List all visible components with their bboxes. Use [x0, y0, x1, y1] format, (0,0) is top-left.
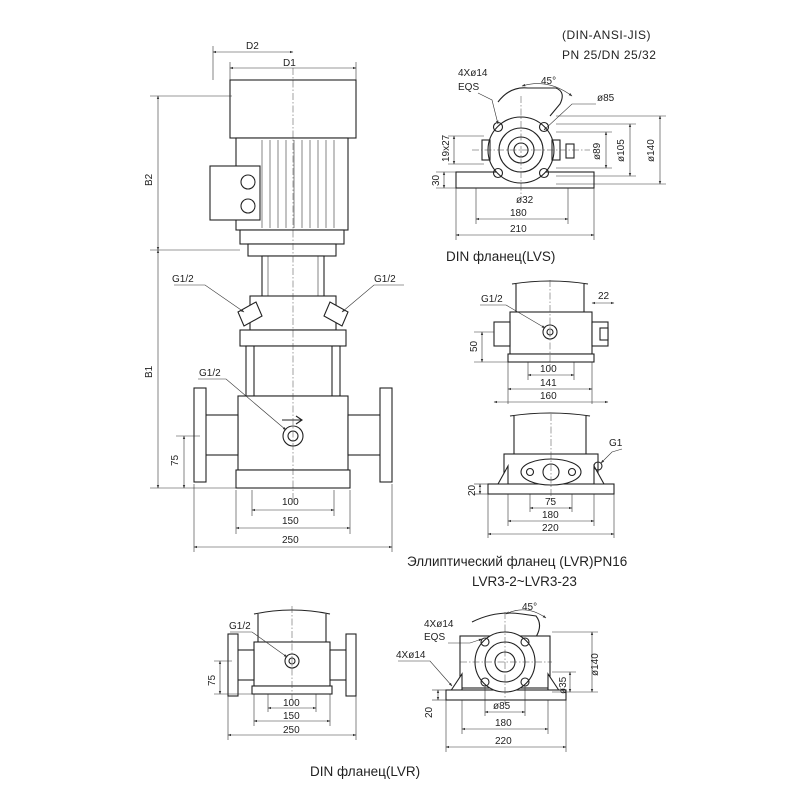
bolt-hole-icon	[520, 637, 530, 647]
din-lvr-angle: 45°	[522, 602, 537, 613]
lvr-top-220: 220	[542, 523, 559, 534]
cable-gland-icon	[240, 198, 256, 214]
dim-d1: D1	[283, 58, 296, 69]
elliptic-flange	[520, 458, 582, 486]
outlet-pipe	[347, 414, 383, 456]
main-pump-view: D2 D1 B2 B1 75 G1/2 G1/2 G1/2 100 150 25…	[144, 41, 404, 552]
lvs-d89: ø89	[592, 142, 603, 160]
outlet-flange	[379, 387, 393, 483]
lvs-flange-view: 4Xø14 EQS 45° ø85 ø89 ø105 ø140 19x27 30…	[431, 68, 666, 264]
bolt-hole-icon	[567, 467, 577, 477]
vent-plug-left	[237, 301, 263, 327]
lvs-180: 180	[510, 208, 527, 219]
dim-250: 250	[282, 535, 299, 546]
motor-adapter	[247, 243, 337, 257]
din-lvr-side-view: G1/2 75 100 150 250	[207, 606, 357, 740]
din-lvr-flange-left	[227, 633, 239, 697]
lvs-19x27: 19x27	[441, 134, 452, 162]
pump-head-outline	[497, 87, 563, 117]
lvr-side-flange-left	[493, 321, 511, 347]
terminal-box	[209, 165, 261, 221]
lvr-top-20: 20	[467, 484, 478, 496]
motor-flange	[239, 229, 345, 245]
lvr-side-141: 141	[540, 378, 557, 389]
lvr-side-g: G1/2	[481, 294, 503, 305]
din-lvr-side-250: 250	[283, 725, 300, 736]
lvs-angle: 45°	[541, 76, 556, 87]
dim-100: 100	[282, 497, 299, 508]
din-lvr-top-view: 4Xø14 EQS 4Xø14 45° ø140 ø35 20 ø85 180 …	[396, 602, 601, 752]
motor-cooling-fins	[261, 140, 335, 228]
lvr-side-160: 160	[540, 391, 557, 402]
lvs-d140: ø140	[646, 139, 657, 162]
bolt-hole-icon	[480, 637, 490, 647]
din-lvr-side-150: 150	[283, 711, 300, 722]
bolt-hole-icon	[525, 467, 535, 477]
bolt-hole-icon	[538, 121, 550, 133]
lvr-caption-1: Эллиптический фланец (LVR)PN16	[407, 554, 627, 569]
lvr-side-22: 22	[598, 291, 610, 302]
din-lvr-220: 220	[495, 736, 512, 747]
lvs-d105: ø105	[616, 139, 627, 162]
standard-note: (DIN-ANSI-JIS) PN 25/DN 25/32	[562, 28, 656, 62]
lvr-top-g1: G1	[609, 438, 623, 449]
lvr-top-view: G1 20 75 180 220 Эллиптический фланец (L…	[407, 412, 627, 589]
dim-d2: D2	[246, 41, 259, 52]
din-lvr-180: 180	[495, 718, 512, 729]
lvs-side-plug	[565, 143, 575, 159]
lvr-side-50: 50	[469, 340, 480, 352]
lvs-210: 210	[510, 224, 527, 235]
label-g-left: G1/2	[172, 274, 194, 285]
standard-line-1: (DIN-ANSI-JIS)	[562, 28, 651, 42]
lvr-side-100: 100	[540, 364, 557, 375]
lvr-side-view: G1/2 22 50 100 141 160	[469, 280, 615, 404]
din-lvr-eqs: EQS	[424, 632, 445, 643]
dim-b2: B2	[144, 173, 155, 186]
dim-b1: B1	[144, 365, 155, 378]
din-lvr-d35: ø35	[558, 676, 569, 694]
cable-gland-icon	[240, 174, 256, 190]
din-lvr-side-100: 100	[283, 698, 300, 709]
standard-line-2: PN 25/DN 25/32	[562, 48, 656, 62]
lvs-eqs: EQS	[458, 82, 479, 93]
lvs-d85: ø85	[597, 93, 615, 104]
lvr-top-75: 75	[545, 497, 557, 508]
lvr-g1-plug	[593, 461, 603, 471]
bolt-hole-icon	[538, 167, 550, 179]
din-lvr-caption: DIN фланец(LVR)	[310, 764, 420, 779]
label-g-drain: G1/2	[199, 368, 221, 379]
lvs-caption: DIN фланец(LVS)	[446, 249, 555, 264]
din-lvr-d140: ø140	[590, 653, 601, 676]
din-lvr-20: 20	[424, 706, 435, 718]
din-lvr-holes-side: 4Xø14	[396, 650, 426, 661]
din-lvr-flange-right	[345, 633, 357, 697]
lvr-top-180: 180	[542, 510, 559, 521]
lvr-top-head	[509, 412, 591, 454]
label-g-right: G1/2	[374, 274, 396, 285]
dim-75: 75	[170, 454, 181, 466]
din-lvr-d85: ø85	[493, 701, 511, 712]
din-lvr-side-75: 75	[207, 674, 218, 686]
lvr-side-body	[509, 311, 593, 355]
lvr-caption-2: LVR3-2~LVR3-23	[472, 574, 577, 589]
din-lvr-holes-top: 4Xø14	[424, 619, 454, 630]
vent-plug-right	[323, 301, 349, 327]
flow-arrow-icon	[282, 415, 303, 425]
din-lvr-side-g: G1/2	[229, 621, 251, 632]
inlet-pipe	[203, 414, 239, 456]
inlet-flange	[193, 387, 207, 483]
lvs-d32: ø32	[516, 195, 534, 206]
dim-150: 150	[282, 516, 299, 527]
bolt-hole-icon	[492, 167, 504, 179]
lvs-holes: 4Xø14	[458, 68, 488, 79]
lvs-30: 30	[431, 174, 442, 186]
